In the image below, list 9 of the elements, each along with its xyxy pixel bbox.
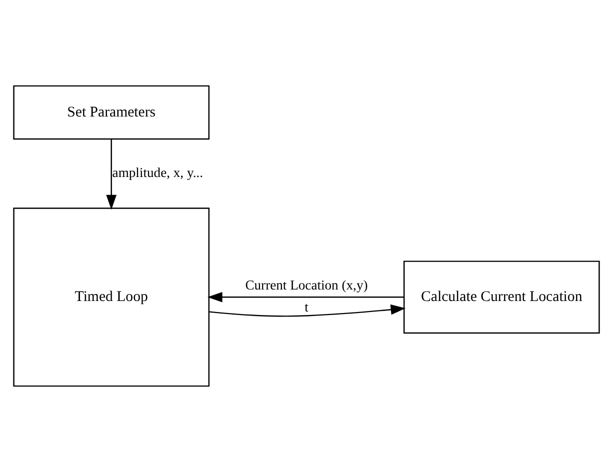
arrow xyxy=(106,139,117,210)
edge-label: amplitude, x, y... xyxy=(112,165,204,180)
arrow xyxy=(209,304,406,317)
edge-label: t xyxy=(304,300,308,315)
node-box: Set Parameters xyxy=(13,85,210,140)
node-box: Calculate Current Location xyxy=(403,260,600,334)
node-box: Timed Loop xyxy=(13,208,210,387)
edge-label: Current Location (x,y) xyxy=(245,277,368,292)
arrow xyxy=(207,292,404,302)
